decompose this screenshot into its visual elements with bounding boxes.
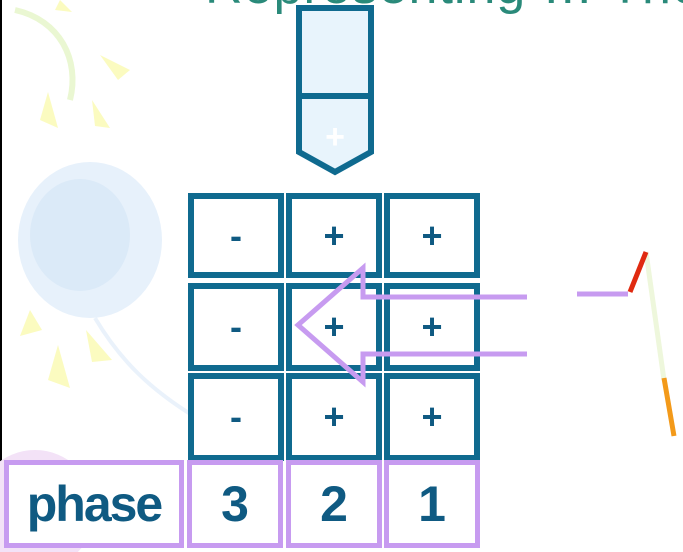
left-arrow-icon — [298, 268, 527, 382]
rocket-stick-icon — [630, 252, 674, 436]
